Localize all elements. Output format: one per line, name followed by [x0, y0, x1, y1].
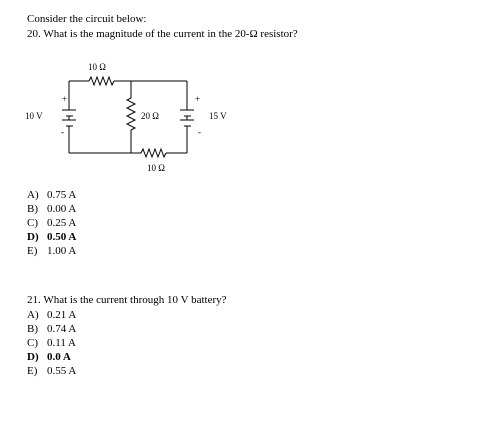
choice-21-d: D)0.0 A — [27, 351, 71, 363]
circuit-diagram: 10 Ω 10 V + - 20 Ω + - 15 V 10 Ω — [25, 62, 227, 173]
question-20-choices: A)0.75 A B)0.00 A C)0.25 A D)0.50 A E)1.… — [27, 188, 76, 258]
choice-20-c: C)0.25 A — [27, 217, 77, 229]
middle-resistor — [125, 97, 137, 131]
question-20-text: What is the magnitude of the current in … — [43, 28, 298, 40]
right-battery-minus: - — [198, 127, 201, 137]
right-battery-label: 15 V — [209, 111, 227, 121]
question-21-text: What is the current through 10 V battery… — [43, 294, 227, 306]
question-20-number: 20. — [27, 28, 41, 40]
intro-text: Consider the circuit below: — [27, 13, 147, 25]
bottom-resistor — [140, 147, 167, 159]
bottom-resistor-label: 10 Ω — [147, 163, 165, 173]
left-battery-minus: - — [61, 127, 64, 137]
choice-21-e: E)0.55 A — [27, 365, 77, 377]
choice-20-d: D)0.50 A — [27, 231, 77, 243]
question-20: 20. What is the magnitude of the current… — [27, 28, 298, 41]
question-21-choices: A)0.21 A B)0.74 A C)0.11 A D)0.0 A E)0.5… — [27, 308, 76, 378]
right-battery-plus: + — [195, 94, 200, 104]
choice-20-b: B)0.00 A — [27, 203, 77, 215]
top-resistor-label: 10 Ω — [88, 62, 106, 72]
middle-resistor-label: 20 Ω — [141, 111, 159, 121]
question-21-number: 21. — [27, 294, 41, 306]
top-resistor — [88, 75, 115, 87]
choice-20-e: E)1.00 A — [27, 245, 77, 257]
left-battery-plus: + — [62, 94, 67, 104]
choice-21-c: C)0.11 A — [27, 337, 76, 349]
choice-21-b: B)0.74 A — [27, 323, 77, 335]
left-battery-label: 10 V — [25, 111, 43, 121]
choice-21-a: A)0.21 A — [27, 309, 77, 321]
question-21: 21. What is the current through 10 V bat… — [27, 294, 227, 307]
choice-20-a: A)0.75 A — [27, 189, 77, 201]
